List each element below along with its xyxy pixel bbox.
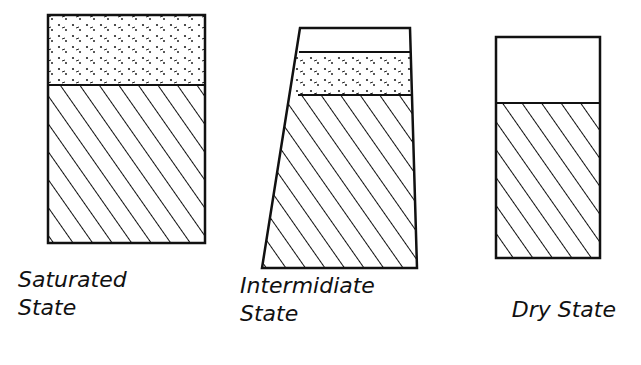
state-label: Dry State — [506, 296, 616, 324]
dry-column — [496, 37, 600, 258]
state-label: Saturated State — [18, 266, 168, 322]
saturated-column — [48, 15, 205, 243]
intermediate-column — [255, 28, 425, 270]
state-label: Intermidiate State — [240, 272, 440, 328]
